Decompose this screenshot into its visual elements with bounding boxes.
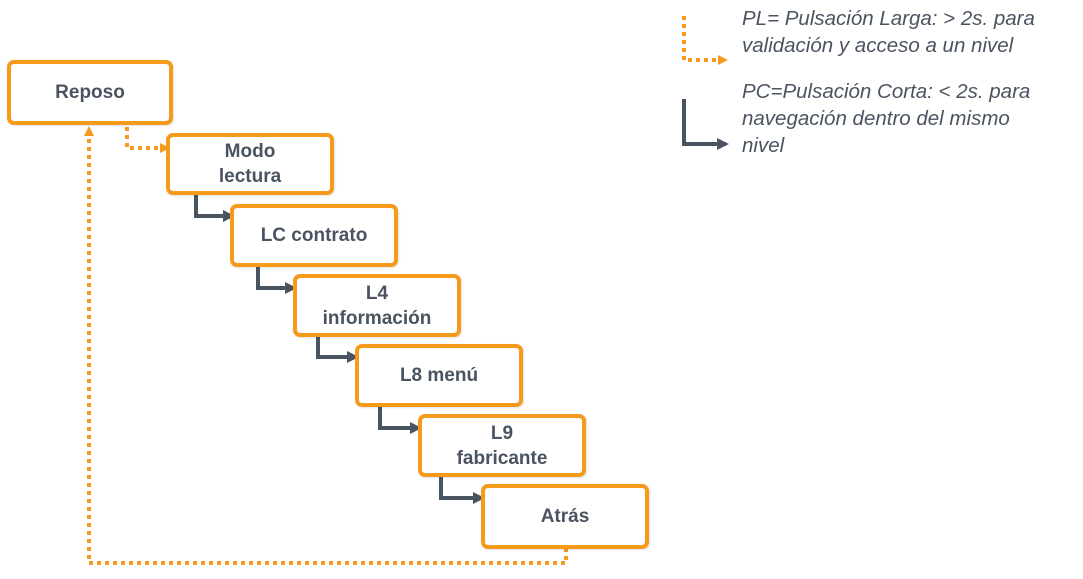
- node-l8-menu: L8 menú: [355, 344, 523, 407]
- node-lc-contrato: LC contrato: [230, 204, 398, 267]
- node-modo-lectura: Modo lectura: [166, 133, 334, 195]
- legend-long-press-text: PL= Pulsación Larga: > 2s. para validaci…: [742, 7, 1035, 57]
- short-press-arrow-lc-contrato-to-l4: [256, 266, 297, 294]
- short-press-arrow-l4-to-l8: [316, 336, 359, 363]
- short-press-arrow-l8-to-l9: [378, 406, 422, 434]
- legend-short-press-arrow: [682, 99, 729, 150]
- short-press-arrow-modo-lectura-to-lc-contrato: [194, 194, 235, 222]
- node-atras: Atrás: [481, 484, 649, 549]
- node-l9-fabricante: L9 fabricante: [418, 414, 586, 477]
- short-press-arrow-l9-to-atras: [439, 476, 485, 504]
- long-press-arrow-reposo-to-modo-lectura: [125, 127, 170, 153]
- node-reposo: Reposo: [7, 60, 173, 125]
- legend-long-press-arrow: [682, 16, 728, 65]
- legend-short-press-text: PC=Pulsación Corta: < 2s. para navegació…: [742, 80, 1031, 157]
- node-l4-informacion: L4 información: [293, 274, 461, 337]
